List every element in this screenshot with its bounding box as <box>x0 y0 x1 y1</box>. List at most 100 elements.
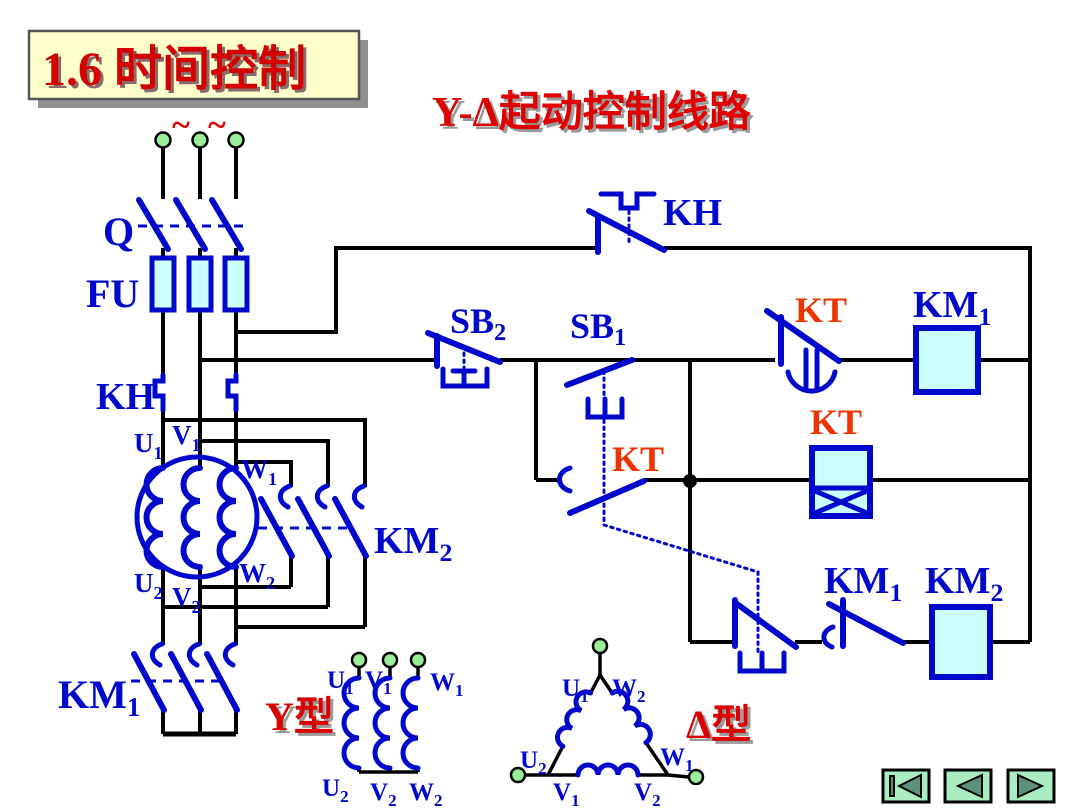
kt-coil-label: KT <box>810 402 862 442</box>
km2-coil: KM2 <box>925 560 1003 680</box>
delta-type-title: Δ型 <box>686 702 751 747</box>
motor: U1 V1 W1 U2 V2 W2 <box>134 420 277 617</box>
fuse-3 <box>222 255 250 313</box>
ac-tilde-1: ~ <box>172 107 190 144</box>
km1-contact-arc-3 <box>222 641 238 668</box>
motor-u1-label: U1 <box>134 428 163 463</box>
motor-coil-w <box>216 465 239 570</box>
q-label: Q <box>103 209 134 254</box>
y-coil-v <box>372 675 393 771</box>
km1-aux-arc <box>821 624 836 650</box>
km1-aux-contact: KM1 <box>821 560 906 650</box>
kt-coil-cross <box>812 488 870 516</box>
motor-w2-label: W2 <box>239 558 275 593</box>
km2-main-label: KM2 <box>374 520 452 567</box>
y-terminal-w1 <box>409 651 427 669</box>
delta-w2-label: W2 <box>612 675 646 706</box>
fuse-1 <box>149 255 177 313</box>
km2-top-branch-wires <box>163 418 367 487</box>
delta-type-title-shadow: Δ型 <box>689 705 754 750</box>
kt-no-label: KT <box>612 439 664 479</box>
delta-w1-label: W1 <box>660 744 694 775</box>
sb2-stop-button: SB2 <box>425 301 506 389</box>
y-u1-label: U1 <box>327 667 354 698</box>
supply-terminal-l3 <box>227 131 245 149</box>
subtitle-shadow: Y-Δ起动控制线路 <box>435 92 755 139</box>
km1-contact-arc-2 <box>186 641 202 668</box>
delta-terminal-left <box>509 766 527 784</box>
fu-fuses: FU <box>86 255 250 316</box>
title-box: 1.6 时间控制 1.6 时间控制 <box>27 29 368 108</box>
kh-thermal-bracket <box>598 191 657 211</box>
kt-coil: KT <box>809 402 873 519</box>
fu-label: FU <box>86 271 139 316</box>
motor-coil-v <box>180 465 203 570</box>
nav-prev-button[interactable] <box>943 768 993 804</box>
km1-coil: KM1 <box>913 284 991 395</box>
km2-blade-3 <box>332 496 369 559</box>
y-w1-label: W1 <box>430 669 464 700</box>
skip-to-first-triangle-icon <box>896 773 922 799</box>
delta-terminal-right <box>687 768 705 786</box>
motor-bottom-link-wires <box>163 585 365 629</box>
title-box-bg <box>27 29 361 101</box>
km1-coil-box <box>913 325 981 395</box>
control-top-rail <box>236 246 1032 642</box>
km1-aux-label: KM1 <box>824 560 902 607</box>
prev-arrow-icon <box>955 773 983 799</box>
y-w2-label: W2 <box>409 779 443 810</box>
kh-control-contact: KH <box>586 191 722 255</box>
kt-coil-box <box>809 445 873 519</box>
sb1-blade <box>564 357 635 388</box>
kt-no-contact: KT <box>557 439 664 516</box>
supply-terminal-l1 <box>154 131 172 149</box>
motor-coil-u <box>143 465 166 570</box>
supply-terminals: ~ ~ <box>154 107 245 149</box>
kt-no-arc <box>557 465 573 494</box>
km2-contact-arc-2 <box>314 483 330 510</box>
fuse-2 <box>186 255 214 313</box>
delta-terminal-top <box>591 637 609 655</box>
y-terminal-v1 <box>381 651 399 669</box>
sb1-label: SB1 <box>570 306 626 351</box>
supply-terminal-l2 <box>191 131 209 149</box>
page-title: 1.6 时间控制 <box>42 43 306 96</box>
y-winding-diagram: U1 V1 W1 U2 V2 W2 Y型 Y型 <box>265 651 464 810</box>
kh-main-label: KH <box>96 376 155 418</box>
page-title-shadow: 1.6 时间控制 <box>45 46 309 99</box>
q-switch: Q <box>103 197 246 254</box>
km1-main-contacts: KM1 <box>58 641 240 722</box>
kh-contact-blade <box>586 208 667 253</box>
kh-overload-heaters: KH <box>96 372 239 418</box>
kh-heater-u <box>152 372 166 413</box>
kt-nc-blade <box>764 308 842 364</box>
km2-bottom-stub-wires <box>289 556 367 627</box>
delta-u2-label: U2 <box>520 747 547 778</box>
km1-blade-3 <box>204 651 240 713</box>
y-coil-u <box>341 675 362 771</box>
y-type-title-shadow: Y型 <box>268 697 337 742</box>
nav-next-button[interactable] <box>1006 768 1056 804</box>
delta-diagram-wires <box>525 653 690 779</box>
skip-to-first-icon <box>889 775 895 797</box>
motor-u2-label: U2 <box>134 568 163 603</box>
delta-coil-right <box>609 688 653 746</box>
sb2-label: SB2 <box>450 301 506 346</box>
y-coil-w <box>400 675 421 771</box>
delta-v2-label: V2 <box>634 779 661 810</box>
km2-main-contacts: KM2 <box>258 483 452 567</box>
kt-delay-arc <box>785 369 838 394</box>
kt-delay-vanes <box>803 347 820 390</box>
y-v1-label: V1 <box>365 667 392 698</box>
subtitle: Y-Δ起动控制线路 Y-Δ起动控制线路 <box>432 89 755 139</box>
nav-first-button[interactable] <box>881 768 931 804</box>
sb2-actuator <box>440 366 490 389</box>
km1-main-label: KM1 <box>58 672 140 722</box>
motor-circle <box>134 454 260 580</box>
ac-tilde-2: ~ <box>208 107 226 144</box>
motor-v2-label: V2 <box>172 582 201 617</box>
motor-w1-label: W1 <box>241 454 277 489</box>
nav-buttons <box>881 768 1056 804</box>
